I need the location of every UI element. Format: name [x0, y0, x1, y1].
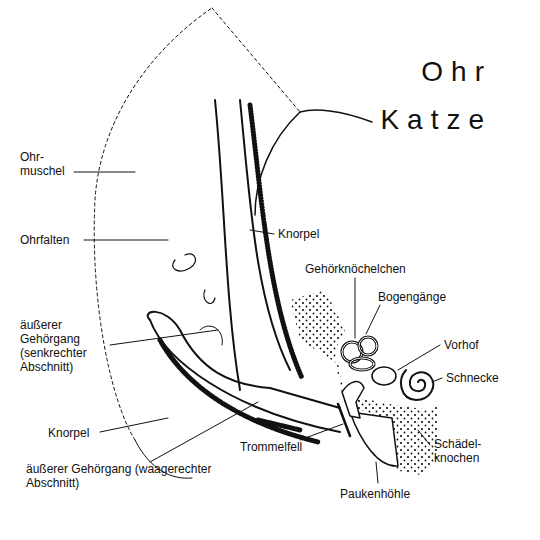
- diagram-title: Ohr Katze: [352, 48, 492, 144]
- part-label: Vorhof: [444, 338, 479, 352]
- part-label: Paukenhöhle: [340, 487, 410, 501]
- part-label: Ohrfalten: [20, 233, 69, 247]
- part-label: Knorpel: [48, 426, 89, 440]
- part-label: Schnecke: [446, 371, 499, 385]
- part-label: Gehörknöchelchen: [305, 262, 406, 276]
- part-label: äußerer Gehörgang (senkrechter Abschnitt…: [20, 318, 112, 374]
- part-label: Trommelfell: [240, 440, 302, 454]
- part-label: äußerer Gehörgang (waagerechter Abschnit…: [26, 462, 226, 490]
- part-label: Knorpel: [278, 227, 319, 241]
- part-label: Ohr- muschel: [20, 150, 80, 178]
- part-label: Schädel- knochen: [434, 437, 504, 465]
- part-label: Bogengänge: [378, 290, 446, 304]
